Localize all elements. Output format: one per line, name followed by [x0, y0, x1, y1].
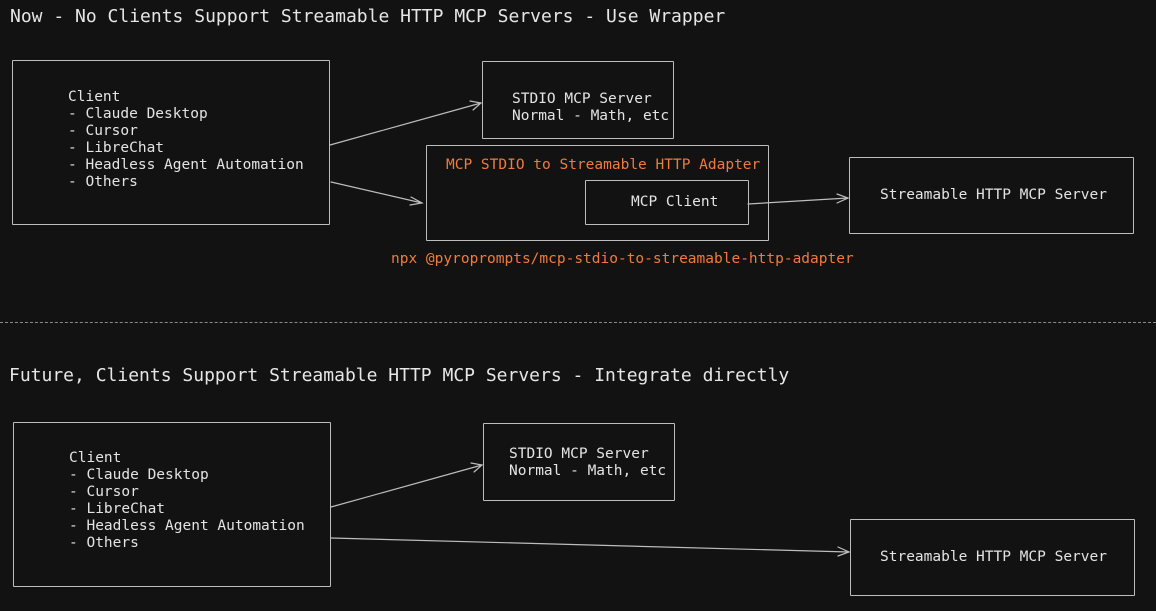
- mcp-client-box: MCP Client: [585, 180, 749, 225]
- now-stdio-server-label: STDIO MCP Server Normal - Math, etc: [512, 91, 670, 124]
- now-stdio-server-box: STDIO MCP Server Normal - Math, etc: [482, 61, 674, 139]
- section-divider: [0, 322, 1156, 323]
- now-client-to-stdio-arrow: [329, 100, 483, 146]
- future-client-to-http-arrow: [330, 537, 851, 557]
- now-section-title: Now - No Clients Support Streamable HTTP…: [10, 6, 726, 27]
- future-http-server-box: Streamable HTTP MCP Server: [850, 519, 1135, 596]
- npx-command: npx @pyroprompts/mcp-stdio-to-streamable…: [391, 251, 854, 267]
- future-stdio-server-label: STDIO MCP Server Normal - Math, etc: [509, 446, 667, 479]
- now-http-server-label: Streamable HTTP MCP Server: [880, 187, 1107, 203]
- adapter-box: MCP STDIO to Streamable HTTP Adapter MCP…: [426, 145, 769, 241]
- mcp-client-label: MCP Client: [631, 194, 719, 210]
- now-client-label: Client - Claude Desktop - Cursor - Libre…: [68, 89, 304, 190]
- future-client-to-stdio-arrow: [330, 462, 484, 508]
- future-client-label: Client - Claude Desktop - Cursor - Libre…: [69, 450, 305, 551]
- now-client-to-adapter-arrow: [330, 181, 424, 206]
- now-http-server-box: Streamable HTTP MCP Server: [849, 157, 1134, 234]
- future-client-box: Client - Claude Desktop - Cursor - Libre…: [13, 422, 331, 587]
- future-http-server-label: Streamable HTTP MCP Server: [880, 549, 1107, 565]
- future-stdio-server-box: STDIO MCP Server Normal - Math, etc: [483, 423, 675, 501]
- adapter-label: MCP STDIO to Streamable HTTP Adapter: [446, 157, 761, 173]
- now-client-box: Client - Claude Desktop - Cursor - Libre…: [12, 60, 330, 225]
- future-section-title: Future, Clients Support Streamable HTTP …: [9, 365, 790, 386]
